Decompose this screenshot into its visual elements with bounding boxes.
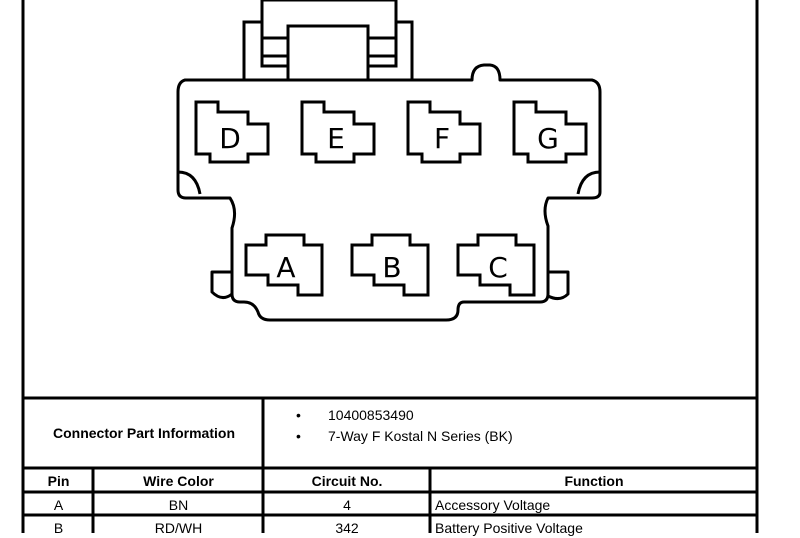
pin-label-g: G: [537, 122, 559, 155]
pin-label-b: B: [382, 251, 401, 284]
row-b-function: Battery Positive Voltage: [435, 519, 583, 536]
cavity-a: A: [244, 233, 324, 297]
connector-outline: [176, 63, 602, 322]
row-a-circuit: 4: [343, 496, 351, 513]
row-b-wire-color: RD/WH: [154, 519, 203, 536]
cavity-d: D: [194, 100, 270, 164]
connector-part-info-list: 10400853490 7-Way F Kostal N Series (BK): [296, 405, 513, 447]
row-a-wire-color: BN: [168, 496, 189, 513]
latch: [242, 0, 414, 80]
cavity-g: G: [512, 100, 588, 164]
row-a-function: Accessory Voltage: [435, 496, 551, 513]
pin-label-d: D: [219, 122, 241, 155]
cavity-b: B: [350, 233, 430, 297]
header-circuit-no: Circuit No.: [311, 473, 383, 489]
pin-label-e: E: [327, 122, 345, 155]
pin-label-a: A: [276, 251, 295, 284]
pin-label-f: F: [434, 122, 450, 155]
header-wire-color: Wire Color: [143, 473, 214, 489]
cavity-c: C: [456, 233, 536, 297]
pin-cavities: D E F G A B C: [194, 100, 588, 297]
cavity-f: F: [406, 100, 482, 164]
part-number: 10400853490: [296, 405, 513, 426]
connector-description: 7-Way F Kostal N Series (BK): [296, 426, 513, 447]
row-b-pin: B: [53, 519, 64, 536]
header-pin: Pin: [47, 473, 70, 489]
connector-part-info-label: Connector Part Information: [52, 425, 235, 441]
cavity-e: E: [300, 100, 376, 164]
row-a-pin: A: [53, 496, 64, 513]
header-function: Function: [564, 473, 624, 489]
pin-label-c: C: [488, 251, 508, 284]
row-b-circuit: 342: [335, 519, 359, 536]
